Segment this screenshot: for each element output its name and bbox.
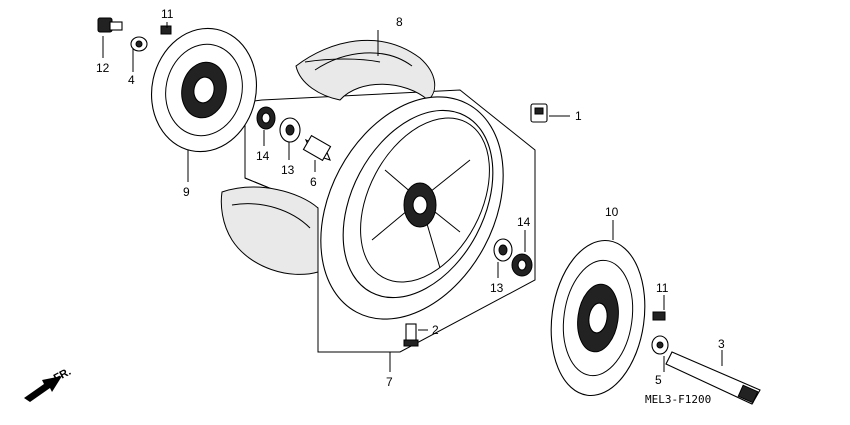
callout-10: 10 xyxy=(605,205,619,219)
callout-14-right: 14 xyxy=(517,215,531,229)
bolt-11-lower xyxy=(652,311,666,321)
tire-lower-half xyxy=(220,186,319,275)
axle-3 xyxy=(665,351,761,405)
callout-11-upper: 11 xyxy=(161,7,174,21)
bolt-11-upper xyxy=(160,25,172,35)
callout-14-left: 14 xyxy=(256,149,270,163)
callout-3: 3 xyxy=(718,337,725,351)
tire xyxy=(295,39,436,101)
callout-1: 1 xyxy=(575,109,582,123)
valve-2 xyxy=(403,323,419,347)
callout-8: 8 xyxy=(396,15,403,29)
callout-5: 5 xyxy=(655,373,662,387)
leader-lines xyxy=(102,22,723,372)
clip-1 xyxy=(530,103,548,123)
collar-4 xyxy=(130,36,148,52)
bearing-14-right xyxy=(511,253,533,277)
callout-9: 9 xyxy=(183,185,190,199)
callout-6: 6 xyxy=(310,175,317,189)
spacer-6 xyxy=(302,134,332,162)
collar-5 xyxy=(651,335,669,355)
callout-13-right: 13 xyxy=(490,281,504,295)
seal-13-left xyxy=(279,117,301,143)
callout-13-left: 13 xyxy=(281,163,295,177)
callout-12: 12 xyxy=(96,61,110,75)
callout-7: 7 xyxy=(386,375,393,389)
callout-4: 4 xyxy=(128,73,135,87)
front-direction-arrow-icon xyxy=(24,376,62,402)
callout-11-lower: 11 xyxy=(656,281,669,295)
bolt-12 xyxy=(97,17,123,33)
seal-13-right xyxy=(493,238,513,262)
front-direction-label: FR. xyxy=(52,366,73,385)
callout-2: 2 xyxy=(432,323,439,337)
bearing-14-left xyxy=(256,106,276,130)
brake-disc-right xyxy=(550,239,646,397)
diagram-code: MEL3-F1200 xyxy=(645,393,711,406)
wheel xyxy=(320,96,504,320)
brake-disc-left xyxy=(150,27,258,153)
